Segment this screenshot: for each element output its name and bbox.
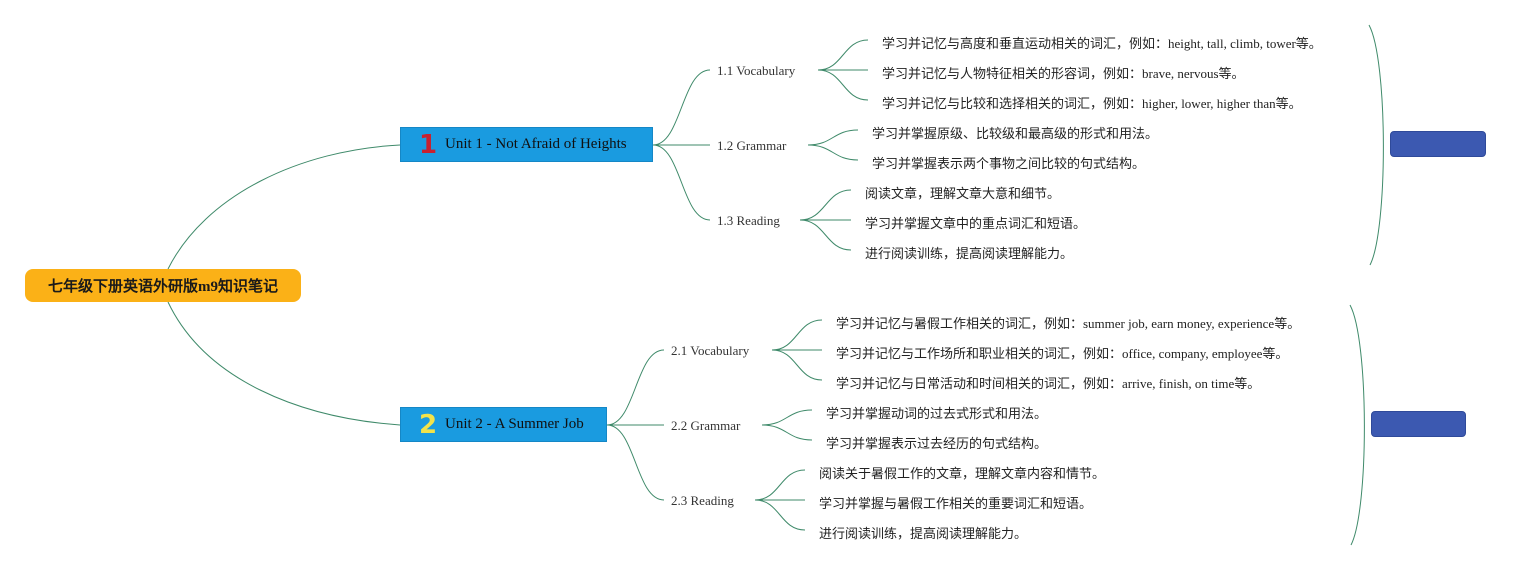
root-node[interactable]: 七年级下册英语外研版m9知识笔记 [25,269,301,302]
unit-1-section-2-leaf-1-line [807,129,859,146]
leaf-1-2-1[interactable]: 学习并掌握原级、比较级和最高级的形式和用法。 [872,126,1159,141]
number-1-icon: 1 [418,129,438,160]
unit-2-summary-tag[interactable] [1371,411,1466,437]
unit-1-section-3-line [652,144,711,221]
leaf-2-3-3[interactable]: 进行阅读训练，提高阅读理解能力。 [819,526,1028,541]
leaf-2-3-2[interactable]: 学习并掌握与暑假工作相关的重要词汇和短语。 [819,496,1093,511]
leaf-2-1-1[interactable]: 学习并记忆与暑假工作相关的词汇，例如：summer job, earn mone… [836,316,1301,331]
section-1-1[interactable]: 1.1 Vocabulary [717,63,796,78]
section-2-1[interactable]: 2.1 Vocabulary [671,343,750,358]
root-title: 七年级下册英语外研版m9知识笔记 [48,279,278,295]
leaf-1-3-1[interactable]: 阅读文章，理解文章大意和细节。 [865,186,1061,201]
leaf-2-1-2[interactable]: 学习并记忆与工作场所和职业相关的词汇，例如：office, company, e… [836,346,1289,361]
unit-1-summary-brace [1368,24,1384,266]
unit-1-node[interactable]: 1 Unit 1 - Not Afraid of Heights [400,127,653,162]
section-2-2[interactable]: 2.2 Grammar [671,418,741,433]
unit-2-section-1-leaf-1-line [771,319,823,351]
leaf-2-3-1[interactable]: 阅读关于暑假工作的文章，理解文章内容和情节。 [819,466,1106,481]
unit-2-section-3-line [606,424,665,501]
leaf-1-1-3[interactable]: 学习并记忆与比较和选择相关的词汇，例如：higher, lower, highe… [882,96,1302,111]
unit-1-section-1-leaf-3-line [817,69,869,101]
unit-2-section-1-leaf-3-line [771,349,823,381]
section-1-3[interactable]: 1.3 Reading [717,213,780,228]
unit-1-section-3-leaf-1-line [799,189,852,221]
number-2-icon: 2 [418,409,438,440]
unit-1-summary-tag[interactable] [1390,131,1486,157]
section-2-3[interactable]: 2.3 Reading [671,493,734,508]
root-to-unit-1-line [167,144,401,270]
unit-2-summary-brace [1349,304,1365,546]
leaf-1-1-1[interactable]: 学习并记忆与高度和垂直运动相关的词汇，例如：height, tall, clim… [882,36,1322,51]
unit-1-title: Unit 1 - Not Afraid of Heights [445,136,627,152]
unit-1-section-2-leaf-2-line [807,144,859,161]
leaf-1-2-2[interactable]: 学习并掌握表示两个事物之间比较的句式结构。 [872,156,1146,171]
leaf-1-1-2[interactable]: 学习并记忆与人物特征相关的形容词，例如：brave, nervous等。 [882,66,1245,81]
unit-2-node[interactable]: 2 Unit 2 - A Summer Job [400,407,607,442]
unit-1-section-1-leaf-1-line [817,39,869,71]
unit-2-section-3-leaf-1-line [754,469,806,501]
unit-1-section-1-line [652,69,711,146]
root-to-unit-2-line [167,301,401,426]
leaf-1-3-3[interactable]: 进行阅读训练，提高阅读理解能力。 [865,246,1074,261]
unit-2-section-2-leaf-2-line [761,424,813,441]
leaf-1-3-2[interactable]: 学习并掌握文章中的重点词汇和短语。 [865,216,1087,231]
unit-2-section-3-leaf-3-line [754,499,806,531]
section-1-2[interactable]: 1.2 Grammar [717,138,787,153]
leaf-2-2-1[interactable]: 学习并掌握动词的过去式形式和用法。 [826,406,1048,421]
leaf-2-2-2[interactable]: 学习并掌握表示过去经历的句式结构。 [826,436,1048,451]
unit-2-section-1-line [606,349,665,426]
unit-2-section-2-leaf-1-line [761,409,813,426]
unit-1-section-3-leaf-3-line [799,219,852,251]
leaf-2-1-3[interactable]: 学习并记忆与日常活动和时间相关的词汇，例如：arrive, finish, on… [836,376,1261,391]
unit-2-title: Unit 2 - A Summer Job [445,416,584,432]
